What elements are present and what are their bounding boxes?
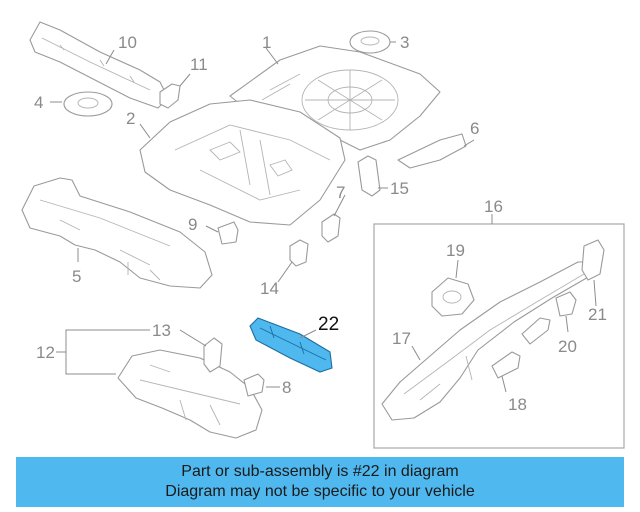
exploded-parts-diagram: 1 2 3 4 5 6 7 8 9 10 11 12 13 14 15 16 1… bbox=[21, 21, 625, 449]
callout-18[interactable]: 18 bbox=[508, 395, 527, 414]
part-2-front-floor-pan bbox=[139, 99, 346, 226]
callout-15[interactable]: 15 bbox=[390, 179, 409, 198]
part-5-dash-crossmember bbox=[21, 177, 213, 289]
callout-22[interactable]: 22 bbox=[318, 314, 339, 335]
banner-line-part-number: Part or sub-assembly is #22 in diagram bbox=[181, 463, 459, 480]
callout-6[interactable]: 6 bbox=[470, 119, 479, 138]
group-box-16 bbox=[373, 223, 625, 449]
callout-16[interactable]: 16 bbox=[484, 197, 503, 216]
callout-17[interactable]: 17 bbox=[392, 329, 411, 348]
part-19-bracket bbox=[431, 277, 475, 317]
callout-8[interactable]: 8 bbox=[282, 378, 291, 397]
callout-13[interactable]: 13 bbox=[152, 321, 171, 340]
banner-line-disclaimer: Diagram may not be specific to your vehi… bbox=[165, 483, 475, 500]
part-4-plug bbox=[63, 91, 113, 117]
callout-10[interactable]: 10 bbox=[118, 33, 137, 52]
callout-2[interactable]: 2 bbox=[126, 109, 135, 128]
part-3-cover bbox=[349, 30, 391, 54]
callout-11[interactable]: 11 bbox=[190, 55, 208, 74]
part-misc-bracket bbox=[521, 317, 551, 345]
callout-9[interactable]: 9 bbox=[188, 215, 197, 234]
callout-4[interactable]: 4 bbox=[34, 93, 43, 112]
part-13-bracket bbox=[203, 337, 223, 373]
part-22-shape[interactable] bbox=[249, 317, 333, 373]
callout-14[interactable]: 14 bbox=[260, 279, 279, 298]
part-15-bracket bbox=[357, 155, 381, 197]
callout-1[interactable]: 1 bbox=[262, 33, 271, 52]
callout-7[interactable]: 7 bbox=[336, 183, 345, 202]
leader-lines bbox=[50, 41, 597, 393]
part-9-bracket bbox=[217, 221, 239, 245]
part-1-rear-floor-pan bbox=[229, 45, 441, 151]
part-22-crossmember-highlighted[interactable] bbox=[249, 317, 333, 373]
part-14-bracket bbox=[289, 239, 309, 267]
callout-21[interactable]: 21 bbox=[588, 305, 607, 324]
callout-5[interactable]: 5 bbox=[72, 267, 81, 286]
callout-3[interactable]: 3 bbox=[400, 33, 409, 52]
info-banner: Part or sub-assembly is #22 in diagram D… bbox=[16, 457, 624, 507]
part-12-rear-member-assembly bbox=[117, 349, 263, 439]
callout-20[interactable]: 20 bbox=[558, 337, 577, 356]
part-11-bracket bbox=[159, 83, 181, 109]
callout-12[interactable]: 12 bbox=[36, 343, 55, 362]
part-8-bracket bbox=[243, 373, 265, 397]
part-7-bracket bbox=[321, 213, 341, 243]
callout-19[interactable]: 19 bbox=[446, 241, 465, 260]
part-20-bracket bbox=[555, 291, 577, 317]
part-6-gusset bbox=[397, 133, 467, 169]
part-21-bracket bbox=[581, 239, 605, 281]
part-18-bracket bbox=[491, 351, 521, 379]
